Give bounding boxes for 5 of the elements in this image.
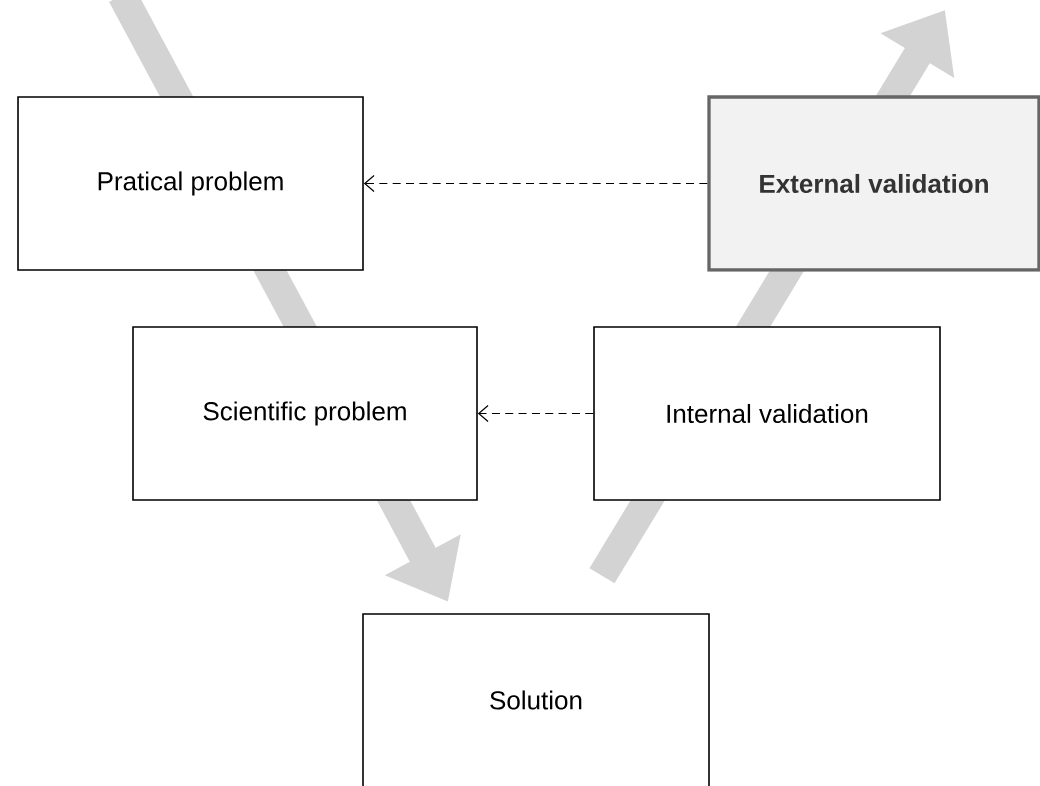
arrow bbox=[363, 174, 708, 193]
process-box: Internal validation bbox=[593, 326, 941, 501]
process-box: External validation bbox=[707, 95, 1040, 272]
arrow bbox=[477, 404, 594, 423]
process-box: Solution bbox=[362, 613, 710, 786]
